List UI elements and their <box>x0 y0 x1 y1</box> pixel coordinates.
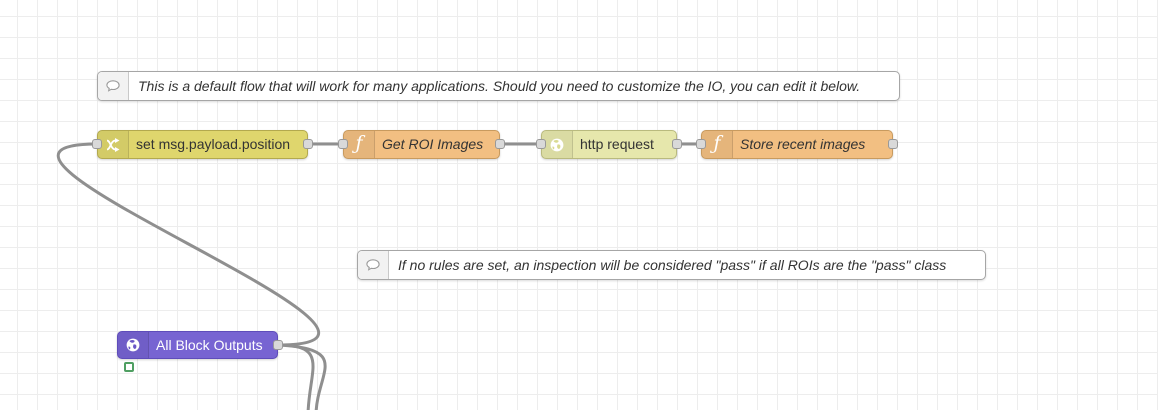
node-icon-area <box>98 131 129 158</box>
comment-text: If no rules are set, an inspection will … <box>398 257 947 273</box>
node-change[interactable]: set msg.payload.position <box>97 130 308 159</box>
node-http-request[interactable]: http request <box>541 130 677 159</box>
speech-bubble-icon <box>106 80 120 92</box>
node-all-block-outputs[interactable]: All Block Outputs <box>117 331 278 359</box>
wire[interactable] <box>276 343 315 410</box>
node-label: Store recent images <box>740 136 866 152</box>
input-port[interactable] <box>536 139 546 149</box>
comment-icon-area <box>358 251 389 279</box>
function-icon: ƒ <box>355 132 363 154</box>
node-icon-area: ƒ <box>344 131 375 158</box>
shuffle-icon <box>106 137 120 152</box>
input-port[interactable] <box>338 139 348 149</box>
node-icon-area <box>118 332 149 358</box>
comment-text: This is a default flow that will work fo… <box>138 78 861 94</box>
node-icon-area <box>542 131 573 158</box>
node-icon-area: ƒ <box>702 131 733 158</box>
node-label: Get ROI Images <box>382 136 484 152</box>
globe-icon <box>126 338 140 352</box>
node-function-get-roi-images[interactable]: ƒ Get ROI Images <box>343 130 500 159</box>
node-status-indicator <box>124 362 134 372</box>
output-port[interactable] <box>273 340 283 350</box>
node-label: http request <box>580 136 654 152</box>
node-label: All Block Outputs <box>156 337 263 353</box>
node-function-store-recent-images[interactable]: ƒ Store recent images <box>701 130 893 159</box>
speech-bubble-icon <box>366 259 380 271</box>
wire[interactable] <box>56 142 321 347</box>
comment-node[interactable]: If no rules are set, an inspection will … <box>357 250 986 280</box>
output-port[interactable] <box>303 139 313 149</box>
node-label: set msg.payload.position <box>136 136 291 152</box>
input-port[interactable] <box>92 139 102 149</box>
output-port[interactable] <box>672 139 682 149</box>
comment-node[interactable]: This is a default flow that will work fo… <box>97 71 900 101</box>
function-icon: ƒ <box>713 132 721 154</box>
comment-icon-area <box>98 72 129 100</box>
input-port[interactable] <box>696 139 706 149</box>
output-port[interactable] <box>888 139 898 149</box>
output-port[interactable] <box>495 139 505 149</box>
globe-icon <box>550 138 564 151</box>
wire[interactable] <box>276 343 327 410</box>
